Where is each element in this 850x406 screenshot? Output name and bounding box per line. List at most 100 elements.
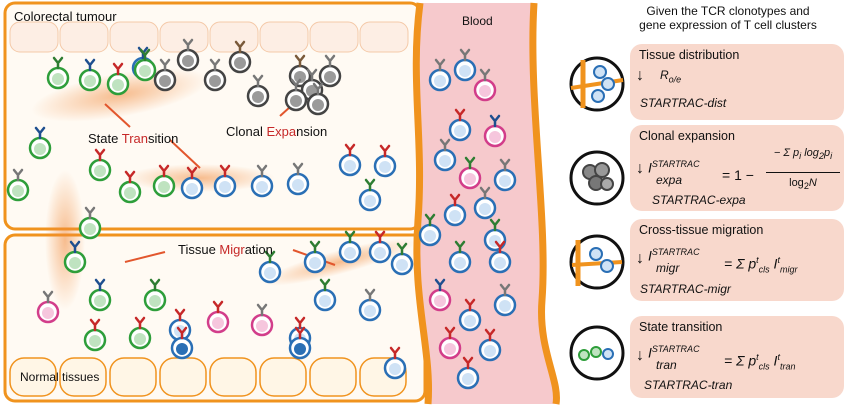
tcr-receptor-icon [12,168,24,182]
migration-rhs: = Σ ptcls Itmigr [724,255,798,275]
tcr-receptor-icon [479,68,491,82]
tcr-receptor-icon [309,240,321,254]
t-cell [206,300,230,334]
t-cell [203,58,227,92]
method-name: STARTRAC-migr [640,282,731,296]
t-cell [306,82,330,116]
tcr-receptor-icon [344,143,356,157]
tcr-receptor-icon [186,166,198,180]
tcr-receptor-icon [489,218,501,232]
tcr-receptor-icon [364,288,376,302]
tcr-receptor-icon [212,300,224,314]
clonal-expansion-label: Clonal Expansion [226,124,328,139]
expansion-denominator: log2N [789,177,817,192]
t-cell [456,356,480,390]
t-cell [443,193,467,227]
tcr-receptor-icon [219,164,231,178]
tcr-receptor-icon [264,250,276,264]
tcr-receptor-icon [294,326,306,340]
tcr-receptor-icon [396,242,408,256]
t-cell [63,240,87,274]
t-cell [83,318,107,352]
t-cell [338,143,362,177]
tcr-receptor-icon [290,78,302,92]
t-cell [478,328,502,362]
tcr-receptor-icon [484,328,496,342]
t-cell [383,346,407,380]
t-cell [284,78,308,112]
tcr-receptor-icon [389,346,401,360]
cross-tissue-migration-panel: Cross-tissue migration ↓ ISTARTRAC migr … [630,219,844,301]
tcr-receptor-icon [182,38,194,52]
tcr-receptor-icon [42,290,54,304]
t-cell [106,62,130,96]
tcr-receptor-icon [34,126,46,140]
tcr-receptor-icon [374,230,386,244]
normal-tissues-label: Normal tissues [20,370,100,384]
tcr-receptor-icon [439,138,451,152]
blood-label: Blood [462,14,493,28]
t-cell [152,164,176,198]
t-cell [88,278,112,312]
tcr-receptor-icon [434,58,446,72]
tcr-receptor-icon [52,56,64,70]
down-arrow-icon: ↓ [636,250,644,267]
tcr-receptor-icon [89,318,101,332]
tcr-receptor-icon [149,278,161,292]
t-cell [313,278,337,312]
panel-title: Clonal expansion [639,129,735,143]
tcr-receptor-icon [434,278,446,292]
tcr-receptor-icon [424,213,436,227]
expansion-index: ISTARTRAC [648,159,700,176]
t-cell [358,178,382,212]
t-cell [418,213,442,247]
tissue-distribution-icon [569,56,625,112]
vessel-wall-left [412,2,433,405]
t-cell [213,164,237,198]
t-cell [453,48,477,82]
down-arrow-icon: ↓ [636,67,644,84]
tcr-receptor-icon [84,206,96,220]
t-cell [303,240,327,274]
expansion-numerator: − Σ pi log2pi [773,147,833,162]
t-cell [488,240,512,274]
tcr-receptor-icon [112,62,124,76]
header-line-1: Given the TCR clonotypes and [646,4,810,18]
tcr-receptor-icon [84,58,96,72]
migration-index: ISTARTRAC [648,247,700,264]
tcr-receptor-icon [134,316,146,330]
tcr-receptor-icon [464,156,476,170]
t-cell [176,38,200,72]
t-cell [78,58,102,92]
tcr-receptor-icon [462,356,474,370]
fraction-bar [766,172,840,173]
t-cell [473,68,497,102]
t-cell [250,164,274,198]
migration-index-sub: migr [656,261,680,275]
tcr-receptor-icon [124,170,136,184]
t-cell [250,303,274,337]
tcr-receptor-icon [294,54,306,68]
tcr-receptor-icon [94,278,106,292]
panel-title: State transition [639,320,723,334]
tcr-receptor-icon [449,193,461,207]
tcr-receptor-icon [312,82,324,96]
method-name: STARTRAC-expa [652,193,746,207]
tumour-label: Colorectal tumour [14,9,117,24]
normal-epithelium [9,357,407,397]
panel-title: Cross-tissue migration [639,223,764,237]
t-cell [78,206,102,240]
vessel-wall-right [529,2,560,405]
t-cell [288,326,312,360]
t-cell [448,240,472,274]
t-cell [133,48,157,82]
t-cell [433,138,457,172]
expansion-index-sub: expa [656,173,683,187]
t-cell [458,298,482,332]
t-cell [338,230,362,264]
tcr-receptor-icon [319,278,331,292]
t-cell [228,40,252,74]
tumour-epithelium [9,21,409,53]
panel-title: Tissue distribution [639,48,740,62]
